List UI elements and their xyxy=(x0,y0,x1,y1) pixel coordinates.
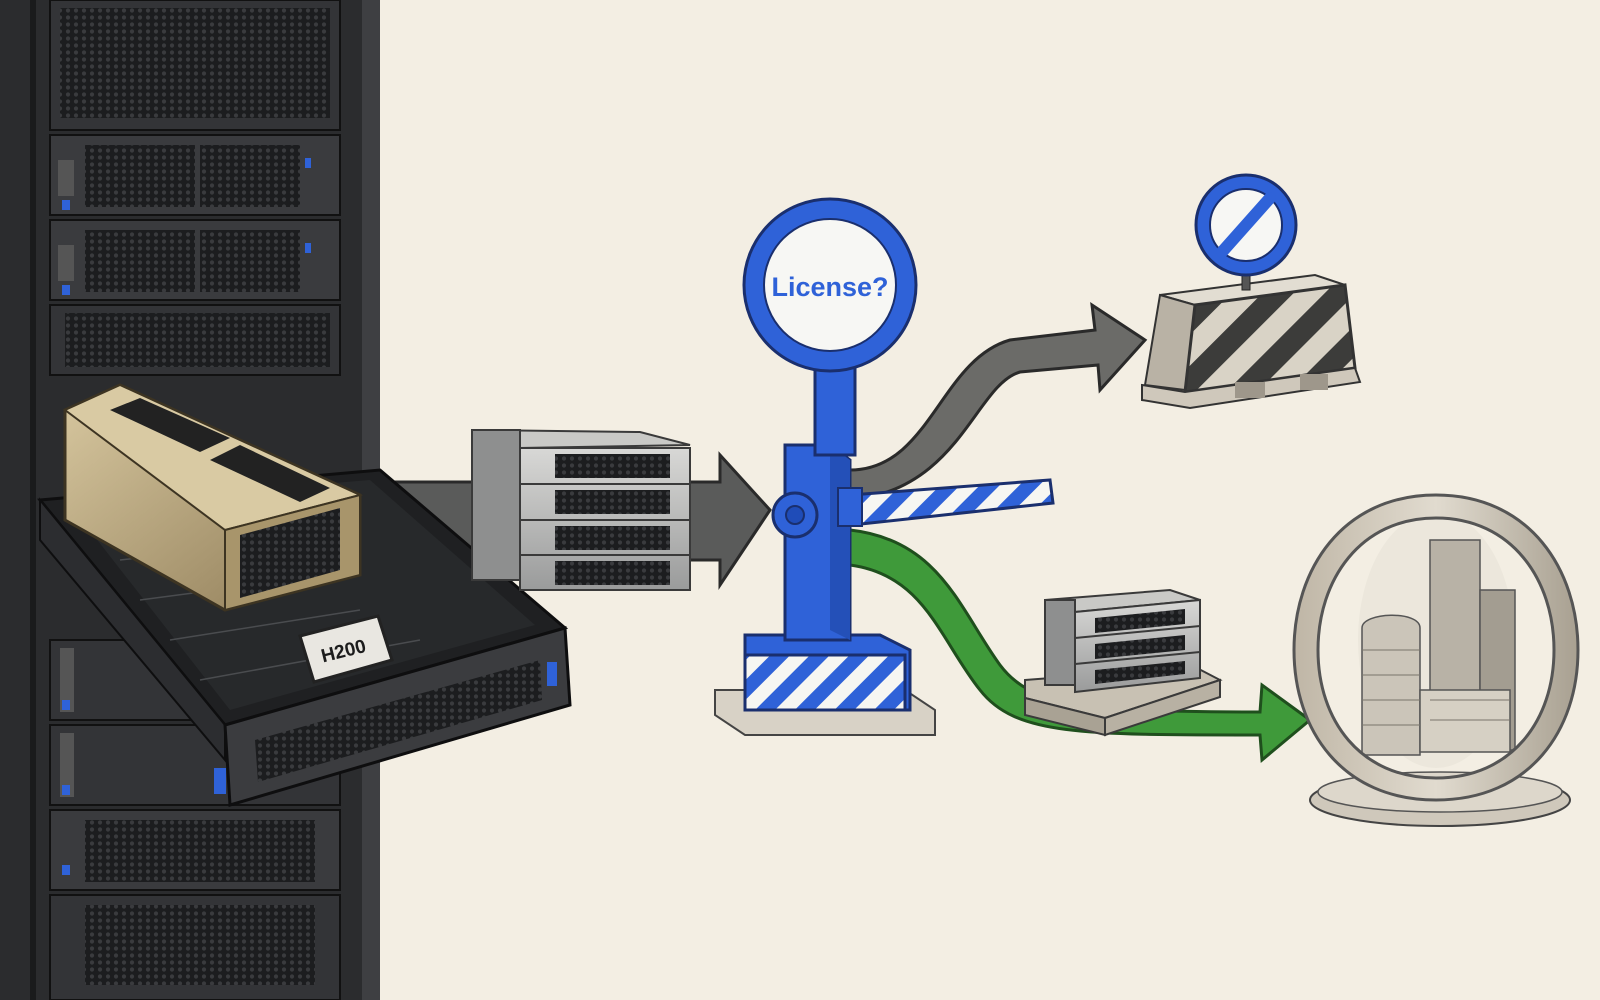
road-barrier xyxy=(1141,173,1362,410)
city-buildings xyxy=(1358,512,1516,768)
no-entry-icon xyxy=(1194,173,1298,277)
barrier-arm xyxy=(837,478,1055,527)
license-checkpoint: License? xyxy=(714,197,1055,736)
rack-unit xyxy=(49,894,341,1000)
server-rack xyxy=(0,0,380,1000)
pallet-shipment xyxy=(1024,588,1223,737)
license-sign: License? xyxy=(742,197,918,373)
gpu-chip: H200 xyxy=(298,614,394,684)
server-stack xyxy=(471,429,691,591)
rack-unit xyxy=(49,304,341,376)
rack-unit xyxy=(49,809,341,891)
gpu-server-drawer: H200 xyxy=(37,383,572,807)
denied-path-arrow xyxy=(848,301,1148,502)
rack-unit xyxy=(49,0,341,131)
destination-portal xyxy=(1292,493,1580,827)
rack-unit xyxy=(49,219,341,301)
license-sign-label: License? xyxy=(771,272,888,302)
rack-unit xyxy=(49,134,341,216)
